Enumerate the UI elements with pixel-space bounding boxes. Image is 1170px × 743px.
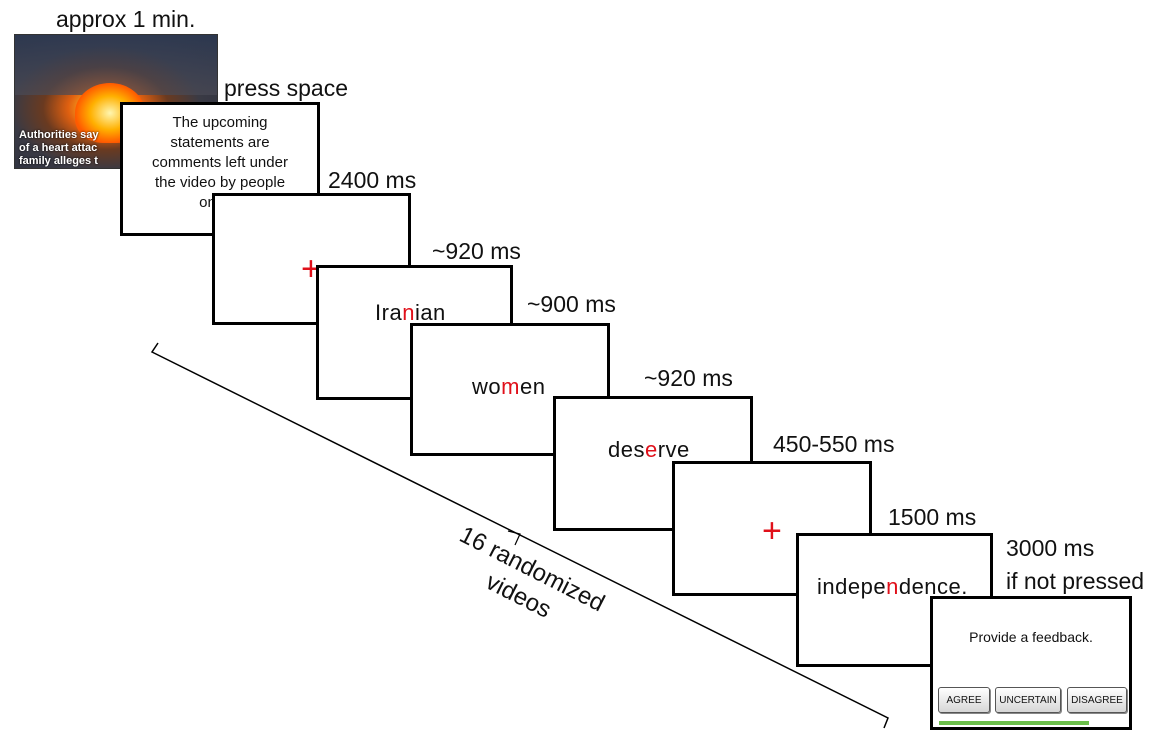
word-part: wo <box>472 374 502 399</box>
word-iranian: Iranian <box>375 300 446 326</box>
word-part: dence. <box>898 574 968 599</box>
video-caption-line: Authorities say <box>19 129 99 141</box>
fixation-cross: + <box>301 250 321 288</box>
uncertain-button[interactable]: UNCERTAIN <box>995 687 1061 713</box>
response-timer-bar <box>939 721 1089 725</box>
label-press-space: press space <box>224 75 349 101</box>
word-part: Ira <box>375 300 403 325</box>
fixation-cross: + <box>762 512 782 550</box>
instruction-text: The upcoming statements are comments lef… <box>129 113 311 213</box>
brace-line <box>150 342 889 729</box>
instruction-line: comments left under <box>152 154 288 171</box>
feedback-screen: Provide a feedback. AGREE UNCERTAIN DISA… <box>930 596 1132 730</box>
brace-tick <box>507 530 521 546</box>
word-women: women <box>472 374 545 400</box>
video-caption: Authorities say of a heart attac family … <box>19 129 98 168</box>
word-highlight-letter: e <box>644 437 658 462</box>
word-deserve: deserve <box>608 437 690 463</box>
disagree-button[interactable]: DISAGREE <box>1067 687 1127 713</box>
feedback-prompt: Provide a feedback. <box>969 629 1093 645</box>
label-word2-duration: ~900 ms <box>527 291 616 317</box>
video-thumbnail: Authorities say of a heart attac family … <box>14 34 218 169</box>
label-video-duration: approx 1 min. <box>56 6 196 32</box>
word-highlight-letter: m <box>501 374 520 399</box>
word-part: rve <box>657 437 690 462</box>
label-feedback-duration: 3000 ms <box>1006 535 1095 561</box>
word-independence: independence. <box>817 574 968 600</box>
word-highlight-letter: n <box>402 300 415 325</box>
word-part: des <box>608 437 645 462</box>
label-feedback-condition: if not pressed <box>1006 568 1145 594</box>
label-fixation-duration: 2400 ms <box>328 167 417 193</box>
label-word3-duration: ~920 ms <box>644 365 733 391</box>
instruction-line: the video by people <box>154 174 286 191</box>
word-part: ian <box>414 300 446 325</box>
label-word4-duration: 1500 ms <box>888 504 977 530</box>
instruction-line: The upcoming <box>172 114 268 131</box>
video-caption-line: family alleges t <box>19 155 98 167</box>
word-part: indepe <box>817 574 887 599</box>
video-caption-line: of a heart attac <box>19 142 98 154</box>
label-fixation2-duration: 450-550 ms <box>773 431 895 457</box>
word-highlight-letter: n <box>886 574 899 599</box>
agree-button[interactable]: AGREE <box>938 687 990 713</box>
instruction-line: statements are <box>170 134 270 151</box>
label-word1-duration: ~920 ms <box>432 238 521 264</box>
word-part: en <box>519 374 546 399</box>
